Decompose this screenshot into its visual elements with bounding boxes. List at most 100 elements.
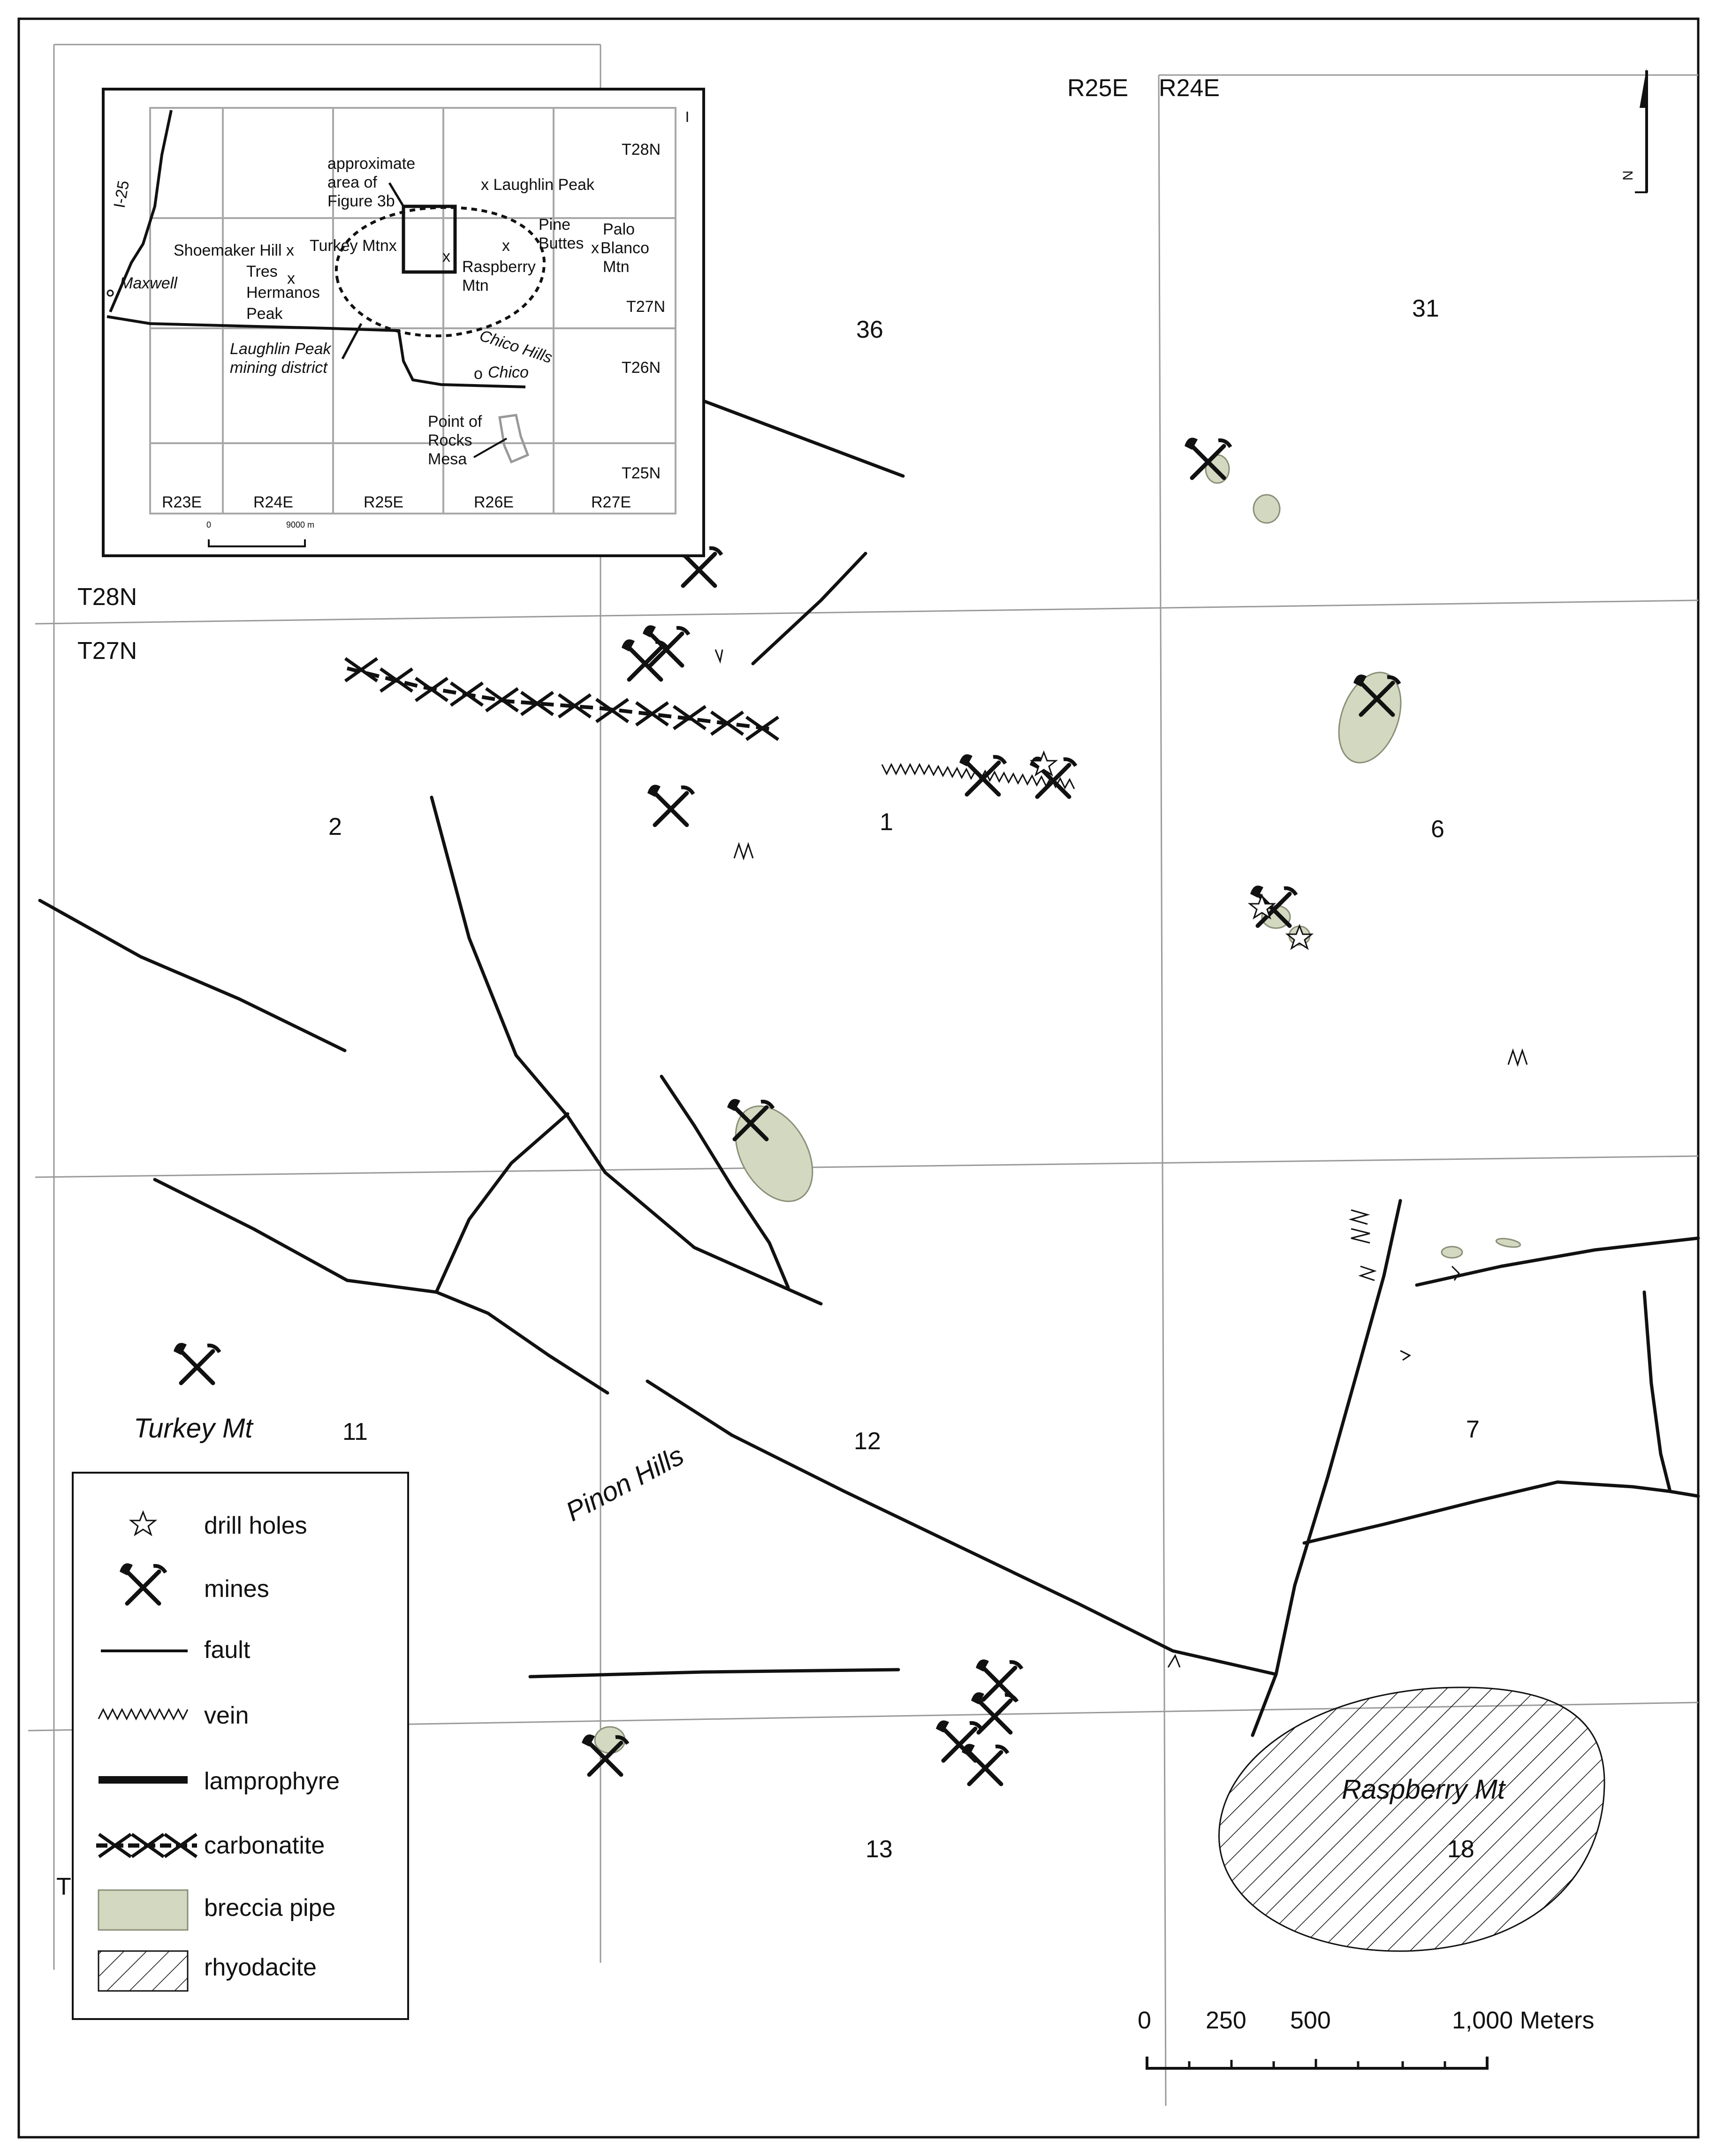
- township-label-cut: T: [56, 1873, 71, 1900]
- breccia-pipe: [1441, 1246, 1463, 1259]
- legend-label-carbonatite: carbonatite: [204, 1832, 325, 1859]
- carbonatite-line: [347, 666, 775, 731]
- inset-approx-area-1: approximate: [327, 155, 415, 173]
- inset-pine-1: Pine: [539, 216, 570, 234]
- legend-rhyodacite-swatch: [98, 1950, 189, 1992]
- legend-box: [72, 1472, 409, 2020]
- vein: [1507, 1048, 1528, 1067]
- fault: [660, 1074, 790, 1289]
- grid-line: [1158, 75, 1167, 2106]
- legend-label-vein: vein: [204, 1702, 249, 1729]
- inset-scale-zero: 0: [206, 520, 211, 530]
- inset-township-3: T25N: [622, 464, 661, 482]
- interstate-i25: [109, 110, 173, 313]
- inset-maxwell: Maxwell: [120, 274, 178, 292]
- inset-range-2: R25E: [364, 493, 403, 511]
- inset-range-3: R26E: [474, 493, 514, 511]
- inset-scale-bar: 0 9000 m: [206, 520, 314, 547]
- section-6: 6: [1431, 816, 1444, 843]
- north-letter: N: [1620, 170, 1636, 181]
- inset-mining-district-1: Laughlin Peak: [230, 340, 332, 358]
- inset-map: approximate area of Figure 3b x Laughlin…: [102, 88, 705, 557]
- grid-line: [35, 599, 1699, 625]
- fault: [1415, 1236, 1700, 1287]
- vein: [714, 649, 723, 664]
- township-label-t27n: T27N: [77, 637, 137, 665]
- legend-label-rhyodacite: rhyodacite: [204, 1954, 317, 1981]
- fault: [38, 899, 347, 1052]
- legend-label-drill-holes: drill holes: [204, 1512, 307, 1539]
- inset-range-4: R27E: [591, 493, 631, 511]
- inset-turkey-mtn: Turkey Mtnx: [310, 237, 397, 255]
- scale-tick-250: 250: [1206, 2007, 1246, 2034]
- section-1: 1: [880, 809, 893, 836]
- inset-township-1: T27N: [626, 298, 665, 316]
- fault: [1251, 1199, 1402, 1737]
- section-36: 36: [856, 316, 883, 343]
- section-31: 31: [1412, 295, 1439, 322]
- turkey-mt-label: Turkey Mt: [134, 1413, 254, 1444]
- inset-range-1: R24E: [253, 493, 293, 511]
- inset-approx-area-2: area of: [327, 174, 377, 191]
- fault: [430, 795, 823, 1306]
- inset-shoemaker-hill: Shoemaker Hill x: [174, 242, 294, 259]
- inset-pine-2: Buttes: [539, 235, 584, 252]
- inset-tres-1: Tres: [246, 263, 278, 280]
- inset-chico: Chico: [488, 363, 529, 381]
- inset-raspberry-1: Raspberry: [462, 258, 536, 276]
- range-label-r25e: R25E: [1067, 75, 1128, 102]
- section-2: 2: [328, 813, 342, 840]
- inset-tres-2: Hermanos: [246, 284, 320, 302]
- fault: [153, 1178, 609, 1395]
- inset-palo-2: Blanco: [600, 239, 649, 257]
- inset-chico-o: o: [474, 365, 483, 383]
- inset-point-of-rocks-2: Rocks: [428, 431, 472, 449]
- inset-range-0: R23E: [162, 493, 202, 511]
- fault: [1642, 1290, 1700, 1498]
- rhyodacite-unit: [1218, 1687, 1605, 1952]
- inset-palo-3: Mtn: [603, 258, 630, 276]
- fault: [751, 552, 867, 666]
- vein: [1351, 1228, 1370, 1244]
- legend-label-mines: mines: [204, 1575, 269, 1603]
- legend-label-lamprophyre: lamprophyre: [204, 1768, 340, 1795]
- fault: [702, 399, 905, 478]
- inset-raspberry-2: Mtn: [462, 277, 489, 295]
- vein: [1451, 1265, 1460, 1281]
- north-arrow: N: [1620, 68, 1648, 193]
- inset-road: [106, 315, 526, 388]
- vein: [1348, 1209, 1370, 1225]
- section-7: 7: [1466, 1416, 1480, 1443]
- breccia-pipe: [1253, 494, 1281, 524]
- legend-label-breccia-pipe: breccia pipe: [204, 1894, 335, 1921]
- point-of-rocks-mesa-outline: [498, 414, 530, 464]
- legend: drill holes mines fault vein lamprophyre…: [72, 1472, 409, 2020]
- range-label-r24e: R24E: [1159, 75, 1220, 102]
- inset-point-of-rocks-1: Point of: [428, 413, 482, 431]
- vein: [1167, 1654, 1181, 1668]
- inset-palo-x: x: [591, 239, 599, 257]
- inset-palo-1: Palo: [603, 220, 635, 238]
- figure-3b-area-box: [402, 204, 457, 274]
- grid-line: [35, 1155, 1699, 1178]
- inset-township-2: T26N: [622, 359, 661, 377]
- inset-grid: [149, 107, 676, 514]
- breccia-pipe: [1338, 672, 1402, 764]
- inset-tres-3: Peak: [246, 305, 283, 323]
- scale-bar: 0 250 500 1,000 Meters: [1138, 2007, 1595, 2070]
- fault: [528, 1668, 900, 1679]
- vein: [1400, 1350, 1411, 1361]
- legend-vein-line: [98, 1708, 189, 1721]
- section-12: 12: [854, 1428, 881, 1455]
- vein: [1358, 1265, 1377, 1281]
- north-arrow-icon: [1640, 68, 1647, 108]
- breccia-pipe: [594, 1726, 626, 1754]
- scale-tick-500: 500: [1290, 2007, 1331, 2034]
- carbonatite-dike: [345, 658, 778, 740]
- scale-tick-1000: 1,000 Meters: [1452, 2007, 1595, 2034]
- scale-tick-0: 0: [1138, 2007, 1151, 2034]
- inset-small-x: x: [442, 248, 450, 265]
- legend-breccia-swatch: [98, 1889, 189, 1931]
- inset-laughlin-peak: x Laughlin Peak: [481, 176, 595, 194]
